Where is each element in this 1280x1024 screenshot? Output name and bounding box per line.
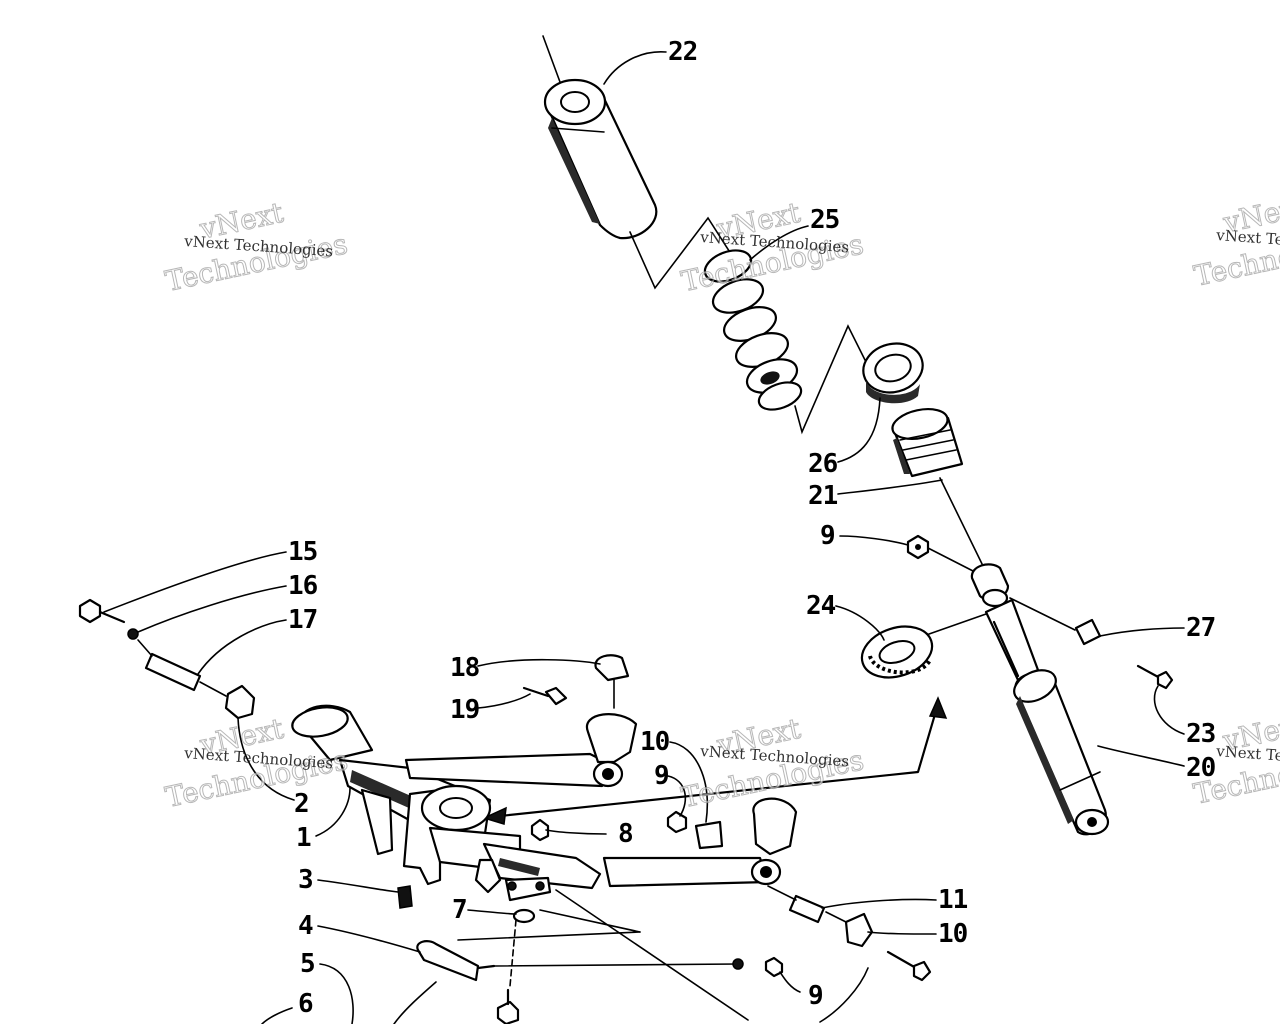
zigzag-leader-middle [794, 324, 871, 435]
spacer-part-27 [1074, 618, 1102, 646]
threaded-collar-part-21 [891, 408, 964, 478]
callout-10: 10 [640, 727, 670, 757]
svg-text:vNext: vNext [196, 712, 287, 762]
callout-9: 9 [808, 981, 823, 1011]
callout-7: 7 [452, 895, 467, 925]
callout-labels: 22 25 26 21 9 24 27 23 20 15 16 17 18 19… [288, 37, 1217, 1019]
callout-17: 17 [288, 605, 317, 635]
callout-23: 23 [1186, 719, 1215, 749]
callout-24: 24 [806, 591, 836, 621]
assembly-arrow [481, 696, 948, 825]
upper-a-arm-part-18-19 [404, 654, 638, 788]
callout-11: 11 [938, 885, 968, 915]
shock-body-part-20 [984, 598, 1110, 836]
callout-9: 9 [654, 761, 669, 791]
spindle-housing-part-1 [291, 704, 602, 894]
callout-19: 19 [450, 695, 479, 725]
lower-bracket-part-7 [504, 876, 552, 924]
lower-a-arm-part-8-10-11 [530, 797, 798, 888]
bolt-part-23 [1136, 664, 1174, 690]
rod-end-part-3 [397, 885, 413, 909]
upper-eye-bushing [970, 563, 1010, 608]
callout-26: 26 [808, 449, 838, 479]
callout-15: 15 [288, 537, 317, 567]
callout-3: 3 [298, 865, 313, 895]
callout-2: 2 [294, 789, 309, 819]
rubber-washer-part-24 [860, 625, 934, 679]
washer-part-16 [127, 628, 139, 640]
callout-10: 10 [938, 919, 968, 949]
tie-rod-part-4-5 [416, 889, 784, 1021]
callout-4: 4 [298, 911, 313, 941]
shock-boot-part-22 [542, 35, 658, 240]
callout-16: 16 [288, 571, 318, 601]
bushings-part-10-11 [767, 885, 874, 948]
bolt-part-15 [78, 598, 126, 624]
coil-spring-part-25 [703, 249, 803, 411]
callout-6: 6 [298, 989, 313, 1019]
callout-18: 18 [450, 653, 480, 683]
callout-22: 22 [668, 37, 697, 67]
callout-5: 5 [300, 949, 315, 979]
callout-27: 27 [1186, 613, 1215, 643]
leader-lines [103, 51, 1185, 1024]
bolt-part-6 [496, 919, 520, 1024]
callout-9: 9 [820, 521, 835, 551]
spring-seat-part-26 [862, 342, 924, 404]
callout-20: 20 [1186, 753, 1216, 783]
callout-25: 25 [810, 205, 839, 235]
bolt-part-12 [886, 950, 932, 982]
callout-8: 8 [618, 819, 633, 849]
shock-shaft-centerline [939, 477, 986, 571]
bushing-part-17 [137, 639, 227, 697]
callout-1: 1 [296, 823, 311, 853]
zigzag-leader-upper [629, 216, 741, 290]
callout-21: 21 [808, 481, 838, 511]
nut-part-9-upper [906, 534, 930, 560]
nut-part-2 [224, 684, 256, 720]
